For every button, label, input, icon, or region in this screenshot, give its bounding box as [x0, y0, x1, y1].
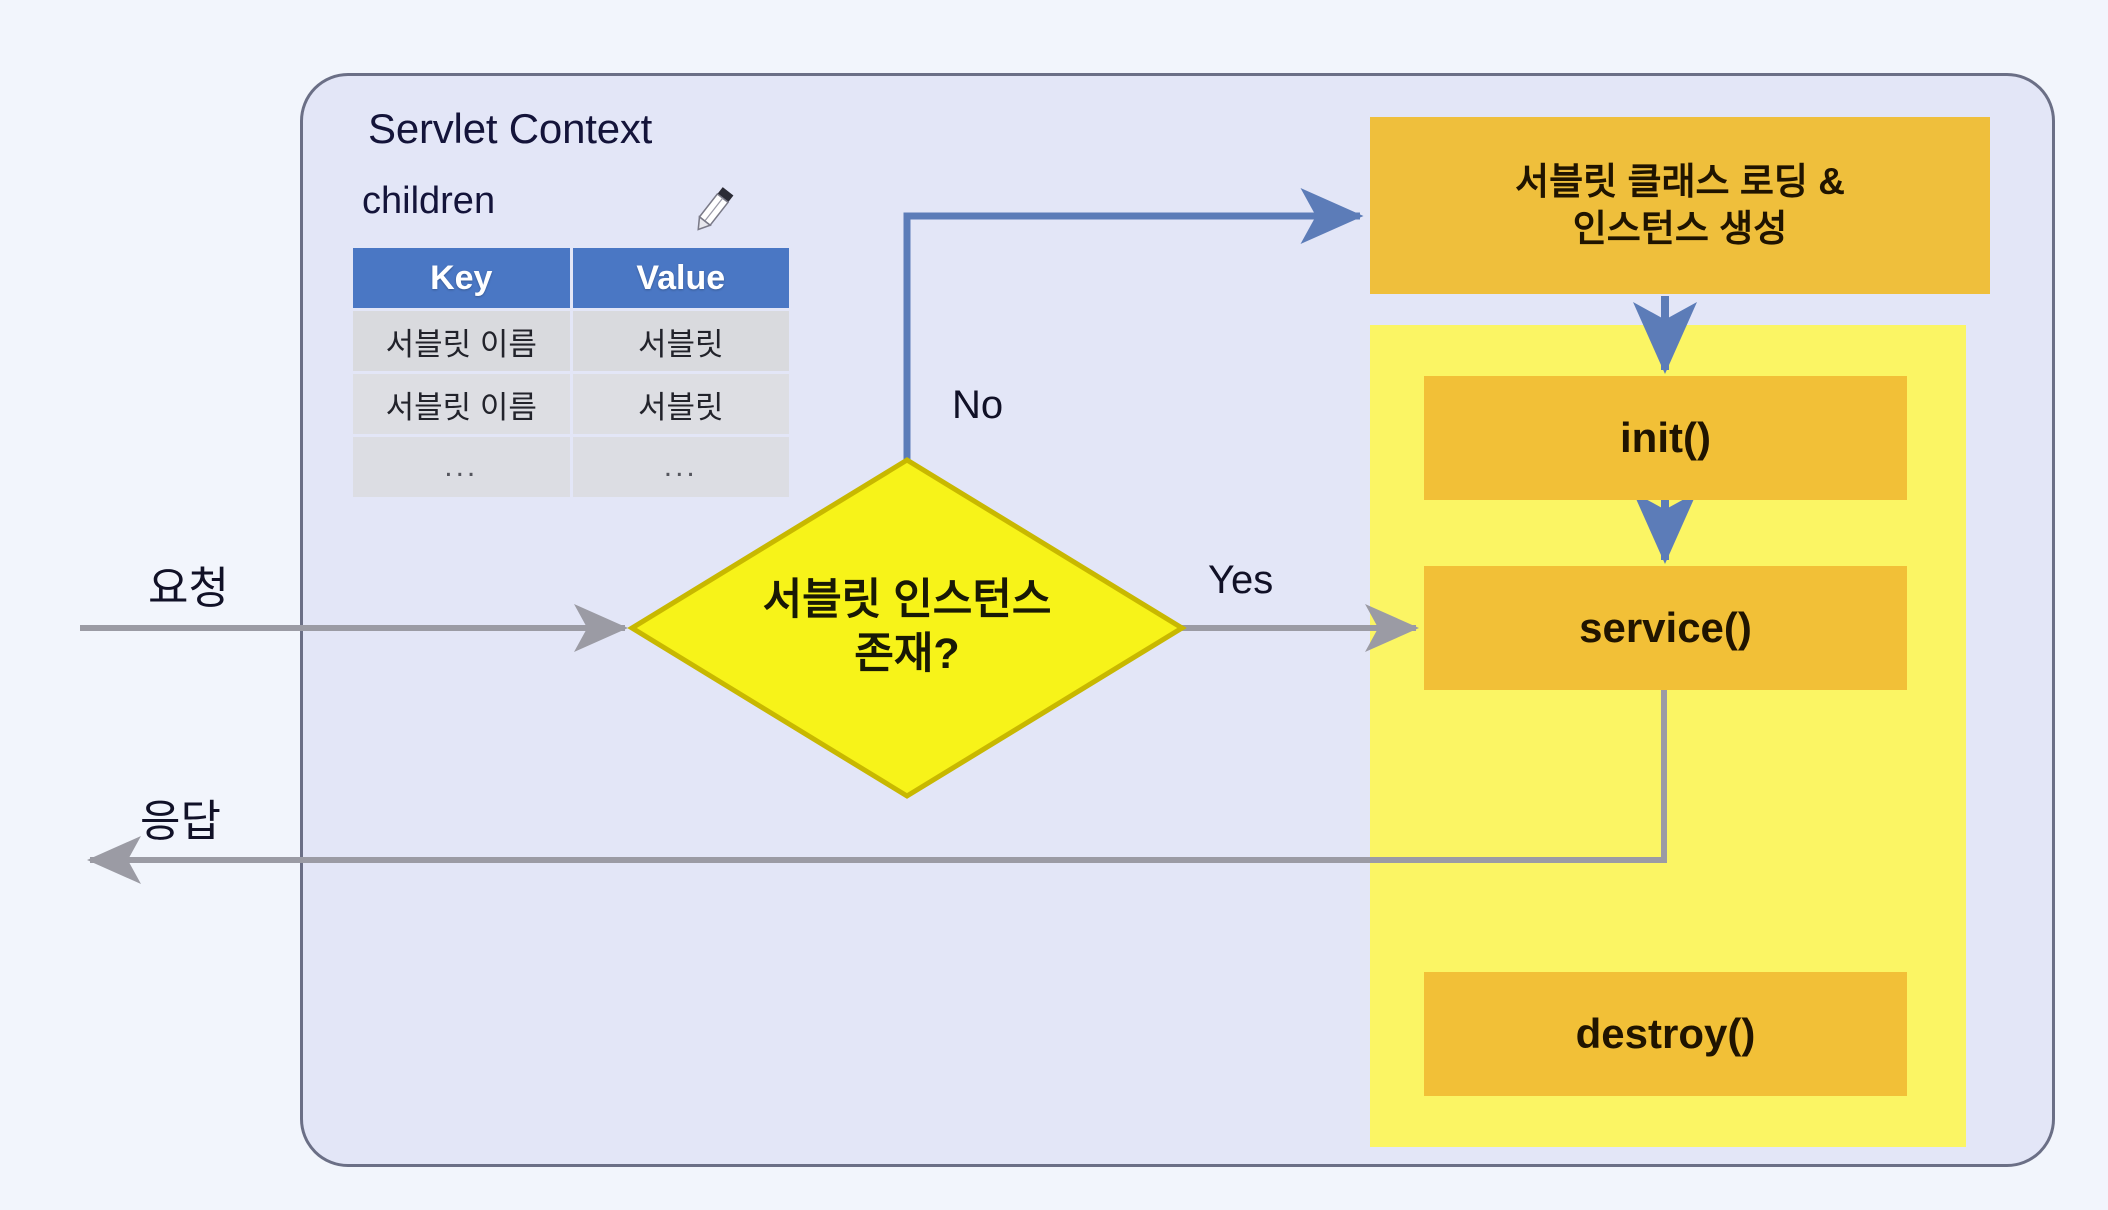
decision-node: 서블릿 인스턴스 존재? [632, 458, 1182, 798]
children-key-value-table: Key Value 서블릿 이름 서블릿 서블릿 이름 서블릿 ... ... [350, 245, 792, 500]
decision-diamond [627, 457, 1187, 799]
decision-label-line2: 존재? [854, 630, 960, 678]
no-branch-arrow [903, 188, 1364, 460]
cell-key: 서블릿 이름 [353, 311, 570, 371]
service-node: service() [1424, 566, 1907, 690]
cell-value: 서블릿 [572, 374, 789, 434]
table-row: 서블릿 이름 서블릿 [353, 311, 789, 371]
edge-label-request: 요청 [148, 564, 229, 613]
cell-value: 서블릿 [572, 311, 789, 371]
servlet-loading-node: 서블릿 클래스 로딩 & 인스턴스 생성 [1370, 117, 1990, 294]
loading-label-line2: 인스턴스 생성 [1572, 207, 1788, 249]
edge-label-response: 응답 [140, 797, 221, 846]
loading-label-line1: 서블릿 클래스 로딩 & [1515, 161, 1845, 203]
cell-key: ... [353, 437, 570, 497]
edge-label-no: No [952, 383, 1004, 427]
cell-value: ... [572, 437, 789, 497]
column-header-value: Value [572, 248, 789, 308]
response-arrow [87, 690, 1667, 884]
table-header-row: Key Value [353, 248, 789, 308]
cell-key: 서블릿 이름 [353, 374, 570, 434]
children-label: children [362, 180, 496, 222]
decision-node-label: 서블릿 인스턴스 존재? [632, 458, 1182, 798]
pencil-icon [697, 187, 734, 231]
table-row: 서블릿 이름 서블릿 [353, 374, 789, 434]
page-title: Servlet Context [368, 105, 653, 152]
table-row: ... ... [353, 437, 789, 497]
destroy-node: destroy() [1424, 972, 1907, 1096]
decision-label-line1: 서블릿 인스턴스 [762, 576, 1052, 625]
edge-label-yes: Yes [1208, 558, 1274, 602]
column-header-key: Key [353, 248, 570, 308]
init-node: init() [1424, 376, 1907, 500]
